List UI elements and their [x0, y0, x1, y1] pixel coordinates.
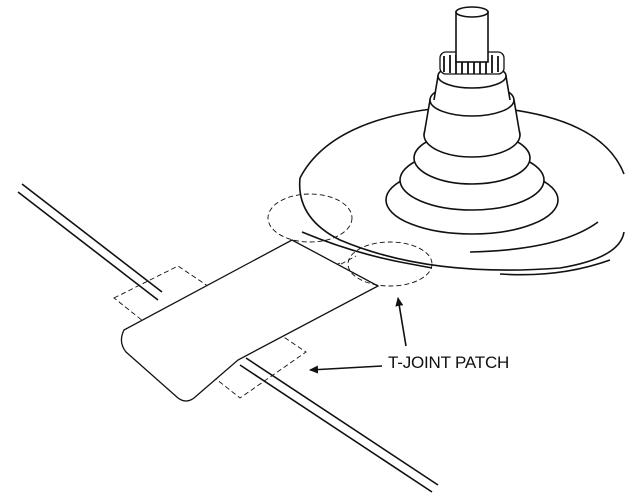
- pipe: [455, 6, 489, 63]
- t-joint-patch-label: T-JOINT PATCH: [388, 353, 510, 372]
- detail-circles: [267, 193, 433, 287]
- cover-strip: [120, 239, 380, 402]
- callout-arrows: [309, 297, 407, 374]
- pipe-boot: [385, 63, 559, 235]
- membrane-seam: [17, 183, 439, 493]
